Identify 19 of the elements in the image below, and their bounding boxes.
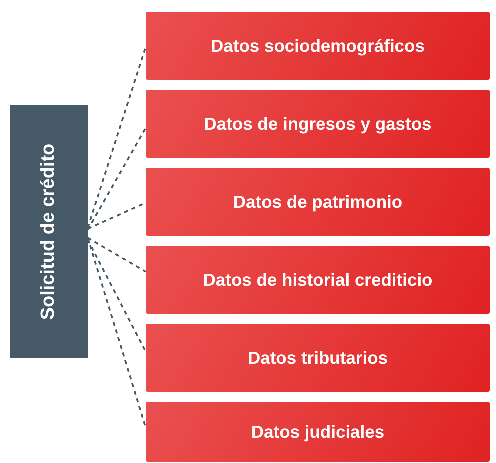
- dashed-connector: [87, 240, 147, 352]
- dashed-connector: [87, 46, 147, 228]
- data-category-box: [146, 90, 490, 158]
- category-label: Datos de historial crediticio: [203, 270, 433, 290]
- data-category-box: [146, 168, 490, 236]
- data-category-box: [146, 12, 490, 80]
- data-category-box: [146, 402, 490, 462]
- data-category-box: [146, 246, 490, 314]
- category-label: Datos tributarios: [248, 348, 388, 368]
- dashed-connector: [87, 128, 147, 230]
- data-category-box: [146, 324, 490, 392]
- category-label: Datos judiciales: [251, 422, 385, 442]
- category-label: Datos de patrimonio: [233, 192, 403, 212]
- dashed-connector: [87, 238, 147, 428]
- source-box: [10, 105, 88, 358]
- category-label: Datos sociodemográficos: [211, 36, 425, 56]
- source-label: Solicitud de crédito: [38, 143, 60, 320]
- category-label: Datos de ingresos y gastos: [204, 114, 432, 134]
- dashed-connector: [88, 237, 146, 273]
